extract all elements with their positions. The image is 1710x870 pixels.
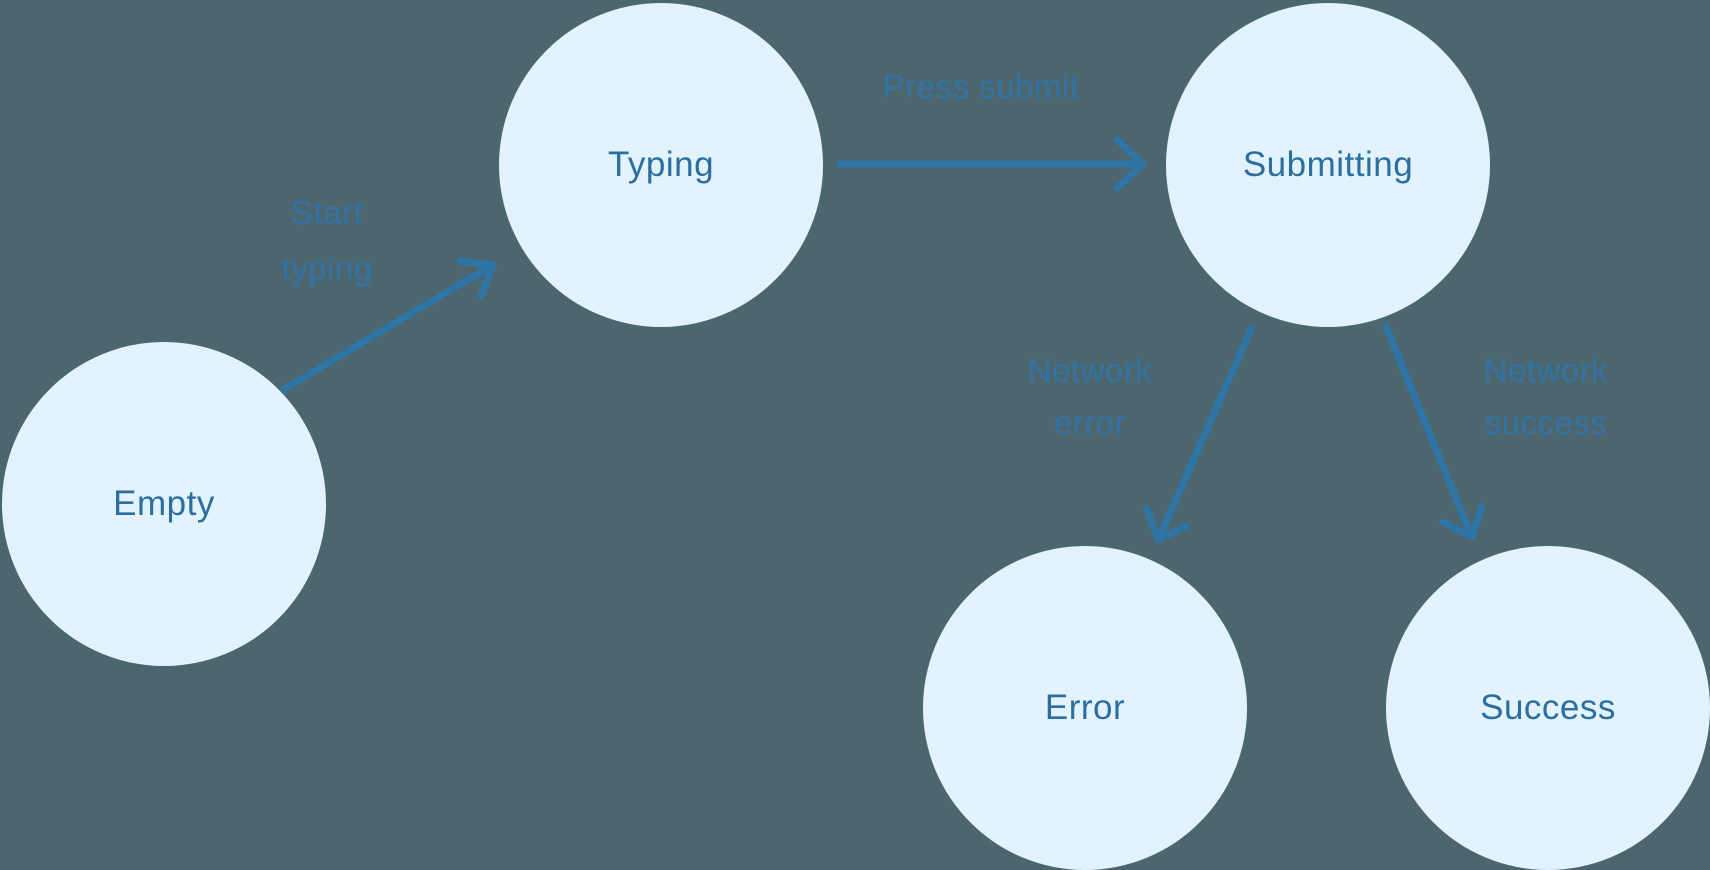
- state-node-label: Submitting: [1242, 145, 1414, 184]
- state-node-error: Error: [923, 546, 1247, 870]
- state-node-success: Success: [1386, 546, 1710, 870]
- state-node-label: Error: [1044, 688, 1126, 727]
- edge-label-line: error: [1053, 404, 1127, 441]
- state-node-submitting: Submitting: [1166, 3, 1490, 327]
- edge-label-network-error: Network error: [940, 345, 1240, 449]
- edge-arrow-submitting-to-error: [1143, 323, 1257, 544]
- state-node-label: Success: [1480, 688, 1616, 727]
- state-node-label: Typing: [607, 145, 715, 184]
- edge-label-line: Network: [1483, 352, 1609, 389]
- edge-arrow-typing-to-submitting: [837, 136, 1147, 192]
- edge-label-line: Start: [290, 194, 364, 231]
- edge-label-press-submit: Press submit: [831, 61, 1131, 113]
- edge-label-network-success: Network success: [1396, 345, 1696, 449]
- state-node-label: Empty: [113, 484, 215, 523]
- state-node-typing: Typing: [499, 3, 823, 327]
- edge-label-line: Press submit: [882, 68, 1080, 105]
- edge-label-line: success: [1484, 404, 1608, 441]
- edge-label-line: Network: [1027, 352, 1153, 389]
- edge-arrow-submitting-to-success: [1381, 322, 1486, 541]
- edge-arrow-empty-to-typing: [279, 257, 497, 395]
- edge-label-start-typing: Start typing: [177, 185, 477, 297]
- edge-label-line: typing: [281, 250, 373, 287]
- state-node-empty: Empty: [2, 342, 326, 666]
